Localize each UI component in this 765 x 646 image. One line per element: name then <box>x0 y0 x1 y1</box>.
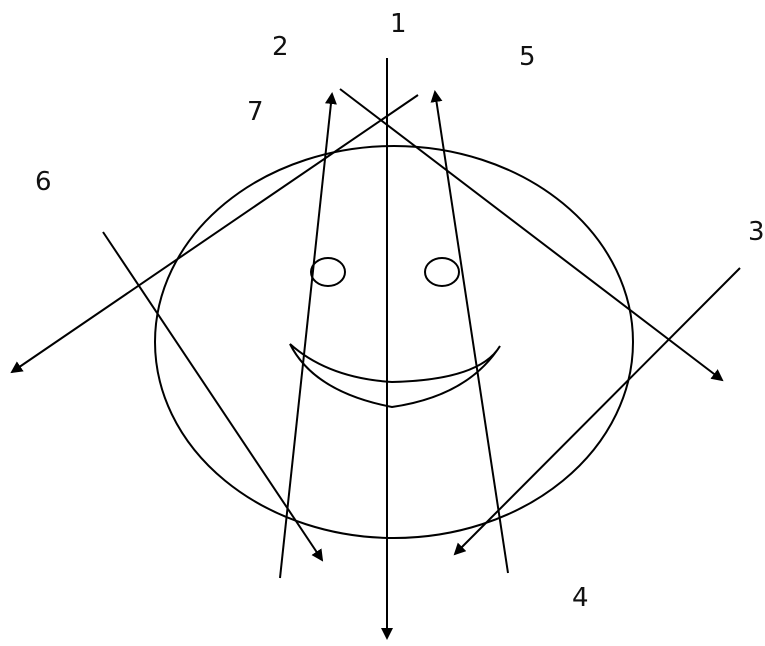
label-5: 5 <box>519 42 536 72</box>
right-eye <box>425 258 459 286</box>
line-2-arrow <box>12 95 418 372</box>
line-6-arrow <box>103 232 322 560</box>
left-eye <box>311 258 345 286</box>
label-3: 3 <box>748 217 765 247</box>
smile-mouth <box>290 344 500 407</box>
face-outline <box>155 146 633 538</box>
label-2: 2 <box>272 32 289 62</box>
label-6: 6 <box>35 167 52 197</box>
label-7: 7 <box>247 97 264 127</box>
line-5-arrow <box>340 89 722 380</box>
label-4: 4 <box>572 583 589 613</box>
label-1: 1 <box>390 9 407 39</box>
